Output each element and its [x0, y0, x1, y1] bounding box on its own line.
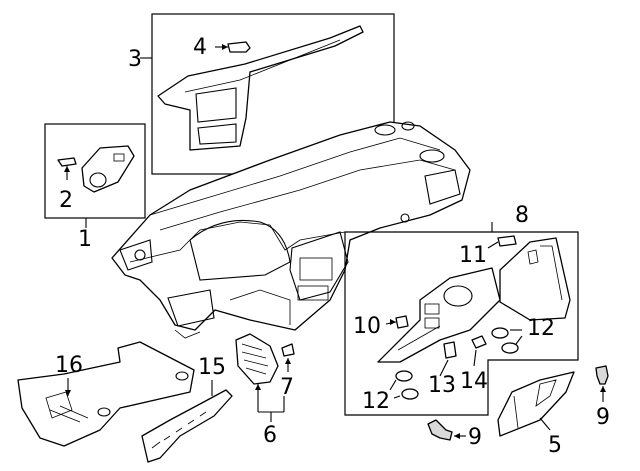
part-12-washer-a[interactable]	[491, 327, 509, 339]
group-5-glove-box: 5	[497, 371, 575, 458]
callout-11: 11	[459, 243, 487, 268]
callout-7: 7	[280, 375, 294, 400]
callout-13: 13	[428, 373, 456, 398]
part-11-clip[interactable]	[497, 235, 517, 247]
trim-panel-upper-opening	[195, 87, 237, 123]
part-9-screw-bottom[interactable]	[427, 419, 453, 441]
side-trim-panel[interactable]	[499, 237, 571, 321]
callout-5: 5	[548, 433, 562, 458]
part-13-fastener[interactable]	[443, 341, 457, 359]
group-15-trim-strip: 15	[141, 355, 233, 463]
instrument-panel-body	[111, 121, 471, 331]
group-1-box: 2 1	[44, 123, 146, 252]
upper-dash-trim-panel[interactable]	[157, 25, 364, 151]
instrument-panel-assembly[interactable]	[111, 121, 471, 339]
part-12-washer-d[interactable]	[401, 388, 419, 400]
group-9-screws: 9 9	[427, 365, 610, 450]
callout-9-right: 9	[596, 405, 610, 430]
part-9-screw-right[interactable]	[595, 365, 609, 385]
callout-14: 14	[460, 369, 488, 394]
callout-4: 4	[193, 35, 207, 60]
callout-12-left: 12	[362, 389, 390, 414]
callout-8: 8	[515, 203, 529, 228]
part-14-fastener[interactable]	[471, 335, 487, 349]
lower-trim-strip[interactable]	[141, 389, 233, 463]
callout-2: 2	[59, 188, 73, 213]
callout-12-right: 12	[527, 316, 555, 341]
part-12-washer-b[interactable]	[501, 342, 519, 354]
part-7-clip[interactable]	[281, 343, 295, 357]
part-12-washer-c[interactable]	[395, 370, 413, 382]
part-2-clip[interactable]	[57, 157, 77, 167]
center-console-trim[interactable]	[377, 267, 501, 363]
trim-panel-lower-opening	[197, 123, 237, 145]
dash-insulator-pad[interactable]	[17, 341, 195, 447]
callout-6: 6	[263, 423, 277, 448]
group-8-lower-trim: 8 11 10 12 13 14	[344, 203, 579, 416]
callout-15: 15	[198, 355, 226, 380]
part-10-clip[interactable]	[395, 315, 409, 329]
group-16-insulator: 16	[17, 341, 195, 447]
group-8-frame	[344, 231, 579, 416]
callout-3: 3	[128, 47, 142, 72]
group-6-7-bracket: 7 6	[235, 333, 295, 448]
callout-16: 16	[55, 353, 83, 378]
callout-10: 10	[353, 314, 381, 339]
air-vent-duct[interactable]	[235, 333, 279, 385]
part-4-clip[interactable]	[227, 41, 251, 53]
callout-9-bottom: 9	[468, 425, 482, 450]
switch-trim-bezel[interactable]	[81, 145, 135, 193]
group-1-frame	[44, 123, 146, 219]
callout-1: 1	[78, 227, 92, 252]
